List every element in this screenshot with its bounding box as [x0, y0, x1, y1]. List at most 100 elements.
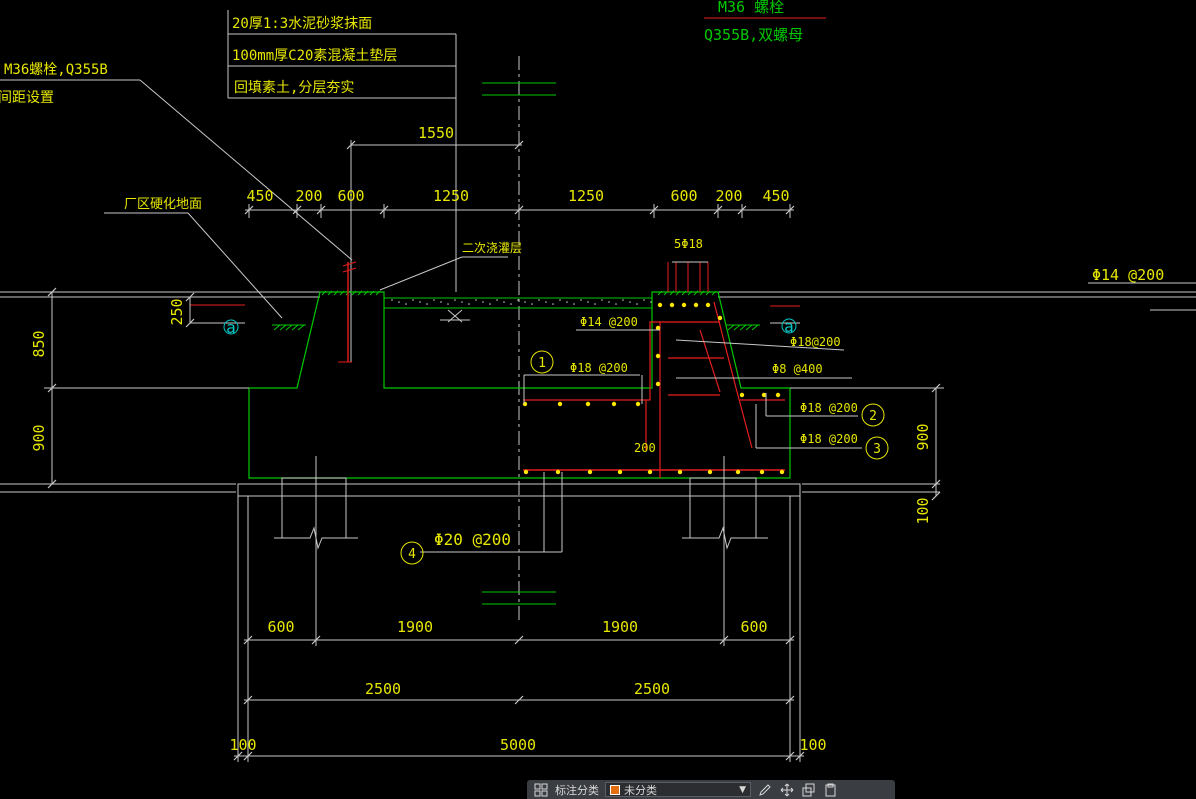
rebar-dot-12: [635, 401, 641, 407]
ground-hatch-left: [339, 290, 345, 296]
marker-4: 4: [408, 547, 416, 562]
dim-bot-1900-right: 1900: [602, 618, 638, 636]
ground-hatch-right: [693, 290, 699, 296]
ground-hatch-left: [363, 290, 369, 296]
grout-speckle: [405, 303, 407, 305]
dim-left-850: 850: [30, 330, 48, 357]
grout-speckle: [622, 299, 624, 301]
rebar-dot-5: [655, 325, 661, 331]
ground-hatch-right: [699, 290, 705, 296]
paste-icon[interactable]: [823, 782, 839, 798]
note-bolt-top: M36 螺栓: [718, 0, 784, 16]
pile-right-break: [682, 526, 768, 550]
grout-speckle: [629, 301, 631, 303]
note-bolt-left: M36螺栓,Q355B: [4, 62, 108, 78]
rebar-slope-outer: [713, 301, 753, 449]
dim-right-900: 900: [914, 423, 932, 450]
copy-icon[interactable]: [801, 782, 817, 798]
ground-hatch-right: [675, 290, 681, 296]
marker-circle-4: [400, 541, 424, 565]
rebar-dot-23: [739, 392, 745, 398]
marker-circle-2: [861, 403, 885, 427]
dim-tick-bot2-0: [243, 695, 253, 705]
grout-speckle: [559, 299, 561, 301]
ground-hatch-right: [711, 290, 717, 296]
grout-speckle: [489, 303, 491, 305]
axis-circle-right: [781, 318, 797, 334]
grout-speckle: [461, 301, 463, 303]
rebar-dot-13: [523, 469, 529, 475]
ground-note-leader: [187, 212, 283, 319]
soil-symbol-right-hatch: [739, 324, 747, 331]
dim-tick-bot1-2: [514, 635, 524, 645]
dim-tick-250-b: [185, 318, 195, 328]
rebar-dot-17: [647, 469, 653, 475]
grout-speckle: [601, 299, 603, 301]
dim-tick-right-b: [931, 479, 941, 489]
ground-hatch-right: [663, 290, 669, 296]
dim-top-1250-left: 1250: [433, 187, 469, 205]
grout-speckle: [482, 301, 484, 303]
grout-speckle: [650, 301, 652, 303]
rebar-dot-20: [735, 469, 741, 475]
rebar-dot-1: [669, 302, 675, 308]
grout-speckle: [517, 299, 519, 301]
layer-notes: 20厚1:3水泥砂浆抹面 100mm厚C20素混凝土垫层 回填素土,分层夯实 M…: [0, 16, 1164, 284]
grout-speckle: [573, 303, 575, 305]
rebar-dot-25: [775, 392, 781, 398]
move-icon[interactable]: [779, 782, 795, 798]
ground-hatch-left: [321, 290, 327, 296]
section-markers: 1 2 3 4: [408, 356, 881, 562]
grout-speckle: [587, 301, 589, 303]
marker-2: 2: [869, 409, 877, 424]
soil-symbol-right-hatch: [751, 324, 759, 331]
layers-icon[interactable]: [533, 782, 549, 798]
dim-tick-900-left: [47, 479, 57, 489]
dim-tick-bot3-3: [795, 751, 805, 761]
rebar-dot-11: [611, 401, 617, 407]
ground-hatch-left: [333, 290, 339, 296]
bolt-notes-top: M36 螺栓 Q355B,双螺母: [704, 0, 803, 44]
dim-tick-right-c: [931, 491, 941, 501]
ground-hatch-left: [375, 290, 381, 296]
dim-top-600-right: 600: [670, 187, 697, 205]
soil-symbol-right-hatch: [733, 324, 741, 331]
chevron-down-icon: ▼: [739, 784, 746, 795]
grout-speckle: [419, 301, 421, 303]
soil-symbol-right-hatch: [745, 324, 753, 331]
grout-speckle: [636, 303, 638, 305]
annotation-category-select[interactable]: 未分类 ▼: [605, 782, 751, 797]
marker-circle-1: [530, 350, 554, 374]
rebar-dot-26: [717, 315, 723, 321]
label-200: 200: [634, 441, 656, 455]
dim-top-200-right: 200: [715, 187, 742, 205]
dim-tick-right-a: [931, 383, 941, 393]
rebar-dot-22: [779, 469, 785, 475]
ground-hatch-right: [687, 290, 693, 296]
grout-speckle: [643, 299, 645, 301]
grout-speckle: [545, 301, 547, 303]
rebar-dot-18: [677, 469, 683, 475]
grout-speckle: [503, 301, 505, 303]
edit-icon[interactable]: [757, 782, 773, 798]
dim-left-900: 900: [30, 424, 48, 451]
dim-tick-bot2-2: [785, 695, 795, 705]
dim-tick-bot3-0: [233, 751, 243, 761]
rebar-dot-4: [705, 302, 711, 308]
marker-1: 1: [538, 356, 546, 371]
note-bolt-left-2: 间距设置: [0, 90, 54, 106]
label-top-bars: 5Φ18: [674, 237, 703, 251]
rebar-dot-0: [657, 302, 663, 308]
dim-bot-100-left: 100: [229, 736, 256, 754]
grout-speckle: [510, 303, 512, 305]
grout-speckle: [454, 299, 456, 301]
soil-symbol-left-hatch: [279, 324, 287, 331]
rebar-dot-14: [555, 469, 561, 475]
datum-symbol-b: [447, 309, 463, 323]
marker-3: 3: [873, 442, 881, 457]
axis-marker-left: a: [226, 318, 236, 337]
soil-symbol-left-hatch: [297, 324, 305, 331]
bolt-note-leader: [139, 79, 353, 261]
dim-top-450-left: 450: [246, 187, 273, 205]
